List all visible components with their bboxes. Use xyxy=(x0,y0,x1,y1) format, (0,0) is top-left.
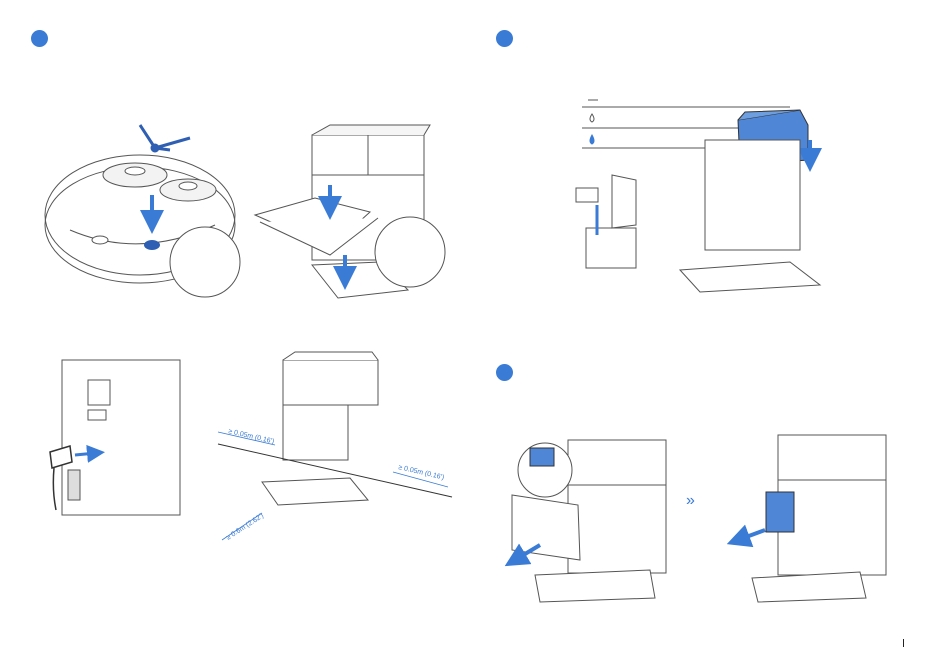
zoom-callout xyxy=(170,227,240,297)
water-drop-filled-icon xyxy=(590,135,594,144)
page-number-mark xyxy=(903,639,904,647)
water-drop-outline-icon xyxy=(590,114,594,122)
dirty-water-tank xyxy=(766,492,794,532)
clearance-right-label: ≥ 0.05m (0.16') xyxy=(398,464,445,481)
tank-pull-arrow xyxy=(738,530,765,540)
dock-placement-illustration xyxy=(262,352,378,505)
next-step-chevron-icon: » xyxy=(686,492,695,509)
plug-arrow xyxy=(75,453,96,455)
clearance-left-label: ≥ 0.05m (0.16') xyxy=(228,428,275,445)
tank-and-faucet xyxy=(576,175,636,268)
dock-illustration-2 xyxy=(680,140,820,292)
side-brush-icon xyxy=(140,125,190,151)
clearance-front-label: ≥ 0.6m (2.62') xyxy=(225,512,265,541)
dock-rear-illustration xyxy=(62,360,180,515)
zoom-callout-2 xyxy=(375,217,445,287)
brush-socket xyxy=(144,240,160,250)
